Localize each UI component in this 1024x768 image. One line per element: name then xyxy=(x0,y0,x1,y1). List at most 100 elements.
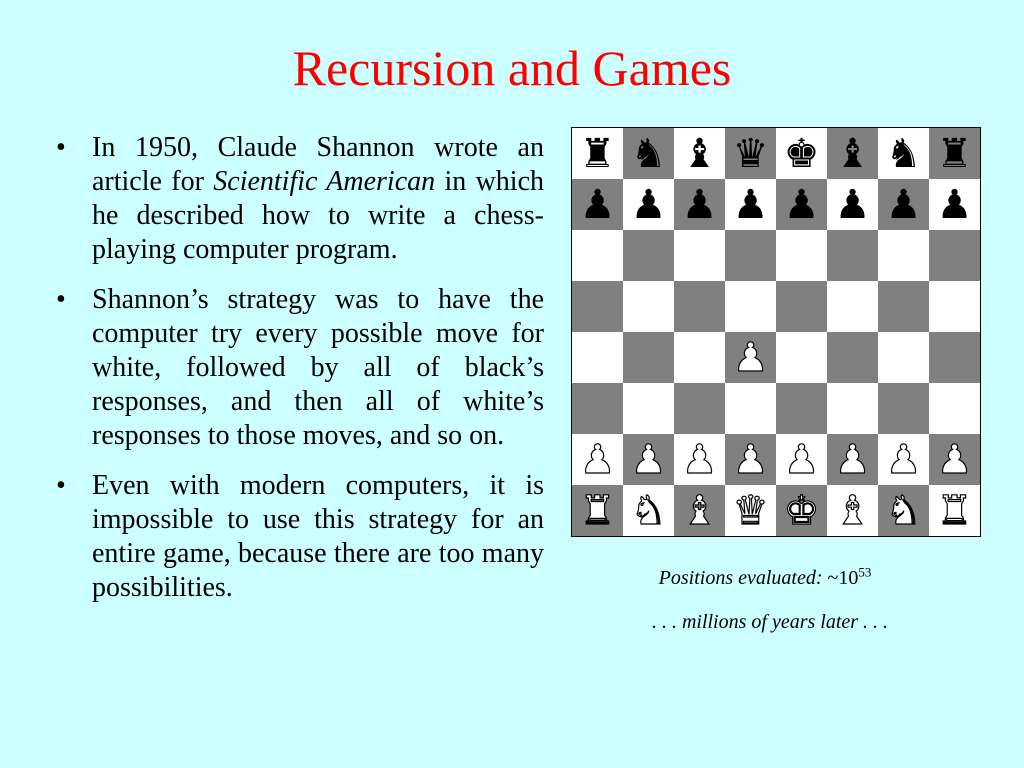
bullet-item: • In 1950, Claude Shannon wrote an artic… xyxy=(56,131,544,267)
board-square xyxy=(623,230,674,281)
board-square: ♟ xyxy=(878,179,929,230)
board-square: ♟ xyxy=(725,434,776,485)
board-square: ♟ xyxy=(674,434,725,485)
board-square xyxy=(725,281,776,332)
board-square xyxy=(572,230,623,281)
white-pawn-icon: ♟ xyxy=(936,436,973,483)
white-pawn-icon: ♟ xyxy=(732,436,769,483)
board-square: ♟ xyxy=(776,179,827,230)
board-square: ♟ xyxy=(827,434,878,485)
board-square: ♟ xyxy=(827,179,878,230)
board-square xyxy=(929,230,980,281)
board-square: ♞ xyxy=(878,485,929,536)
millions-caption: . . . millions of years later . . . xyxy=(651,611,889,633)
board-square xyxy=(674,230,725,281)
bullet-text-after: in which he described how to write a che… xyxy=(92,166,545,265)
board-square: ♝ xyxy=(827,128,878,179)
board-square xyxy=(827,230,878,281)
board-square: ♟ xyxy=(674,179,725,230)
board-square: ♜ xyxy=(572,485,623,536)
board-square xyxy=(878,332,929,383)
white-pawn-icon: ♟ xyxy=(630,436,667,483)
white-rook-icon: ♜ xyxy=(579,487,616,534)
black-rook-icon: ♜ xyxy=(936,130,973,177)
board-square: ♝ xyxy=(674,485,725,536)
board-square xyxy=(776,332,827,383)
bullet-text: Shannon’s strategy was to have the compu… xyxy=(92,284,544,451)
board-square xyxy=(776,383,827,434)
black-rook-icon: ♜ xyxy=(579,130,616,177)
bullet-text: Even with modern computers, it is imposs… xyxy=(92,470,544,603)
board-square: ♞ xyxy=(878,128,929,179)
board-square: ♟ xyxy=(725,332,776,383)
black-king-icon: ♚ xyxy=(783,130,820,177)
black-pawn-icon: ♟ xyxy=(630,181,667,228)
white-knight-icon: ♞ xyxy=(885,487,922,534)
bullet-item: • Even with modern computers, it is impo… xyxy=(56,469,544,605)
board-square: ♟ xyxy=(623,179,674,230)
board-square xyxy=(725,383,776,434)
black-pawn-icon: ♟ xyxy=(681,181,718,228)
board-square: ♟ xyxy=(878,434,929,485)
white-rook-icon: ♜ xyxy=(936,487,973,534)
bullet-text: In 1950, Claude Shannon wrote an article… xyxy=(92,132,544,197)
white-pawn-icon: ♟ xyxy=(732,334,769,381)
bullet-marker: • xyxy=(56,132,66,163)
board-square: ♛ xyxy=(725,485,776,536)
slide-title: Recursion and Games xyxy=(292,40,732,96)
board-square: ♟ xyxy=(776,434,827,485)
black-knight-icon: ♞ xyxy=(630,130,667,177)
board-square: ♚ xyxy=(776,485,827,536)
bullet-marker: • xyxy=(56,470,66,501)
white-pawn-icon: ♟ xyxy=(783,436,820,483)
positions-exponent: 53 xyxy=(858,564,872,580)
board-square xyxy=(623,332,674,383)
black-pawn-icon: ♟ xyxy=(579,181,616,228)
white-pawn-icon: ♟ xyxy=(885,436,922,483)
positions-base: 10 xyxy=(838,567,859,589)
board-square xyxy=(725,230,776,281)
board-square xyxy=(827,281,878,332)
board-square xyxy=(827,383,878,434)
board-square xyxy=(572,332,623,383)
approx-symbol: ~ xyxy=(827,567,839,589)
black-pawn-icon: ♟ xyxy=(783,181,820,228)
bullet-marker: • xyxy=(56,284,66,315)
board-square xyxy=(674,281,725,332)
black-pawn-icon: ♟ xyxy=(885,181,922,228)
board-square: ♞ xyxy=(623,128,674,179)
black-knight-icon: ♞ xyxy=(885,130,922,177)
bullet-list: • In 1950, Claude Shannon wrote an artic… xyxy=(56,131,544,621)
board-square: ♝ xyxy=(674,128,725,179)
black-bishop-icon: ♝ xyxy=(681,130,718,177)
board-square: ♞ xyxy=(623,485,674,536)
black-pawn-icon: ♟ xyxy=(936,181,973,228)
white-king-icon: ♚ xyxy=(783,487,820,534)
board-square xyxy=(878,281,929,332)
board-square xyxy=(878,383,929,434)
white-bishop-icon: ♝ xyxy=(681,487,718,534)
board-square xyxy=(776,230,827,281)
board-square xyxy=(776,281,827,332)
positions-caption: Positions evaluated: ~1053 xyxy=(565,564,965,590)
black-pawn-icon: ♟ xyxy=(732,181,769,228)
board-square: ♝ xyxy=(827,485,878,536)
white-pawn-icon: ♟ xyxy=(681,436,718,483)
board-square: ♟ xyxy=(725,179,776,230)
board-square xyxy=(929,383,980,434)
board-square xyxy=(929,332,980,383)
board-square: ♜ xyxy=(929,128,980,179)
white-pawn-icon: ♟ xyxy=(834,436,871,483)
white-knight-icon: ♞ xyxy=(630,487,667,534)
bullet-item: • Shannon’s strategy was to have the com… xyxy=(56,283,544,453)
black-pawn-icon: ♟ xyxy=(834,181,871,228)
white-pawn-icon: ♟ xyxy=(579,436,616,483)
board-square: ♟ xyxy=(572,179,623,230)
board-square: ♛ xyxy=(725,128,776,179)
board-square xyxy=(623,281,674,332)
black-queen-icon: ♛ xyxy=(732,130,769,177)
bullet-emphasis: Scientific American xyxy=(213,166,436,197)
board-square: ♜ xyxy=(929,485,980,536)
board-square xyxy=(878,230,929,281)
board-square xyxy=(623,383,674,434)
